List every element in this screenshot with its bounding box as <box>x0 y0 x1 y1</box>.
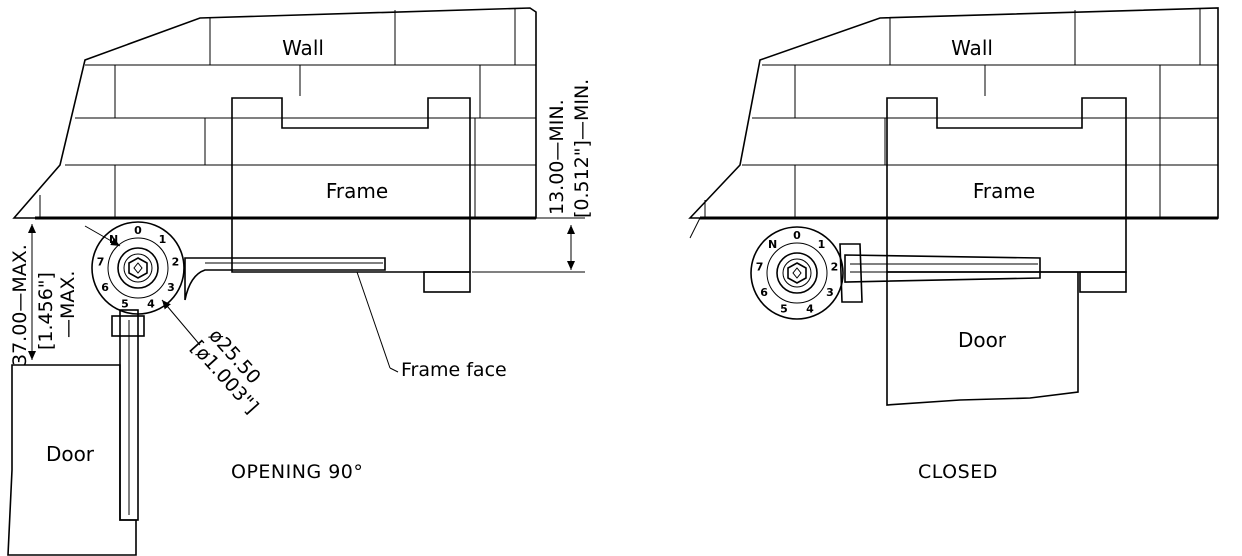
dial-number: 0 <box>134 224 142 237</box>
frame-face-label: Frame face <box>401 359 507 381</box>
dial-number: 3 <box>167 281 175 294</box>
hinge-right: 0 12 34 56 7N <box>750 226 1041 320</box>
opening-view: Wall Frame Door 0 12 34 5 <box>7 7 593 556</box>
dial-number: 3 <box>826 286 834 299</box>
dial-number: 5 <box>780 303 788 316</box>
wall-right: Wall <box>688 7 1219 239</box>
dial-number: 1 <box>159 233 167 246</box>
frame-label-closed: Frame <box>973 179 1035 203</box>
door-left: Door <box>7 364 137 556</box>
dial-number: 1 <box>818 238 826 251</box>
wall-left: Wall <box>12 7 537 220</box>
dim-37-suffix: —MAX. <box>57 271 79 338</box>
door-right: Door <box>886 271 1079 406</box>
door-label-closed: Door <box>958 328 1007 352</box>
dial-number: 4 <box>806 303 814 316</box>
dial-number: 0 <box>793 229 801 242</box>
frame-right: Frame <box>886 97 1127 293</box>
wall-label-closed: Wall <box>951 36 993 60</box>
caption-opening: OPENING 90° <box>231 461 363 483</box>
caption-closed: CLOSED <box>918 461 998 483</box>
dimension-diameter: ø25.50 [ø1.003"] <box>186 325 265 418</box>
dial-number: 7 <box>97 255 105 268</box>
closed-view: Wall Frame Door 0 12 34 56 7N <box>688 7 1219 483</box>
wall-label: Wall <box>282 36 324 60</box>
dial-number: 5 <box>121 298 129 311</box>
dial-number: 7 <box>756 260 764 273</box>
dial-number: 6 <box>101 281 109 294</box>
dim-13-imperial: [0.512"]—MIN. <box>571 79 593 218</box>
dial-number: 6 <box>760 286 768 299</box>
dimension-13-min: 13.00—MIN. [0.512"]—MIN. <box>472 79 593 273</box>
dial-number: 2 <box>172 255 180 268</box>
dial-numbers-right: 0 12 34 56 7N <box>756 229 838 316</box>
dim-37-imperial: [1.456"] <box>35 272 57 350</box>
door-label: Door <box>46 442 95 466</box>
dial-number: 2 <box>831 260 839 273</box>
dimension-37-max: 37.00—MAX. [1.456"] —MAX. <box>9 217 120 366</box>
dial-number: 4 <box>147 298 155 311</box>
dim-37-metric: 37.00—MAX. <box>9 244 31 366</box>
dial-number: N <box>768 238 777 251</box>
frame-label: Frame <box>326 179 388 203</box>
dim-13-metric: 13.00—MIN. <box>546 99 568 215</box>
frame-left: Frame <box>231 97 471 293</box>
